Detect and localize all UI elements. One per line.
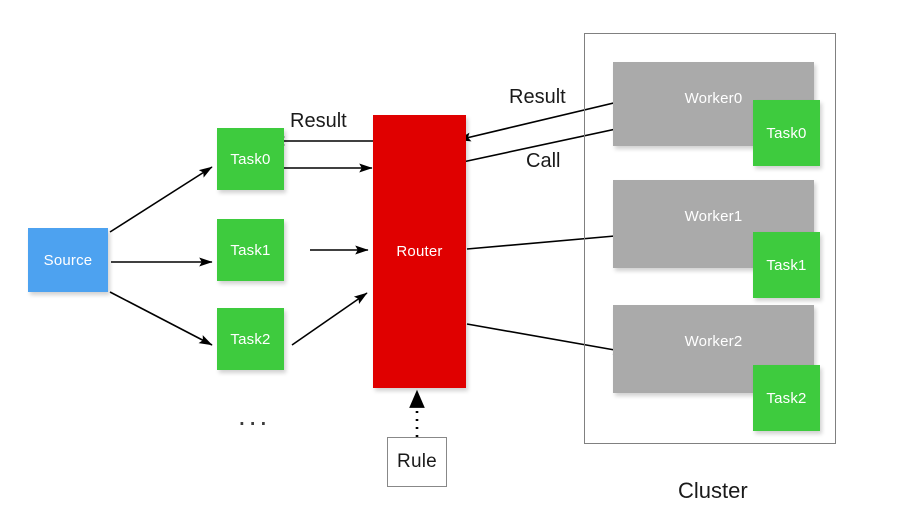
cluster-caption: Cluster [678,478,748,503]
more-tasks-ellipsis: ... [238,400,271,431]
node-source[interactable]: Source [28,228,108,292]
node-worker0-task[interactable]: Task0 [753,100,820,166]
edge-task2-to-router [291,292,368,346]
node-worker2-task[interactable]: Task2 [753,365,820,431]
node-task1-queue[interactable]: Task1 [217,219,284,281]
edge-label-result-left: Result [290,110,347,132]
node-router[interactable]: Router [373,115,466,388]
node-worker0-label: Worker0 [684,90,743,107]
node-task2-queue-label: Task2 [230,330,271,348]
node-worker2-label: Worker2 [684,333,743,350]
edge-label-call-right: Call [526,150,561,172]
node-task0-queue[interactable]: Task0 [217,128,284,190]
node-worker2-task-label: Task2 [766,389,807,407]
node-task0-queue-label: Task0 [230,150,271,168]
node-router-label: Router [396,243,443,260]
node-worker0-task-label: Task0 [766,124,807,142]
edge-label-result-right: Result [509,86,566,108]
node-rule[interactable]: Rule [387,437,447,487]
node-rule-label: Rule [397,451,437,472]
node-task1-queue-label: Task1 [230,241,271,259]
cluster-boundary [584,33,836,444]
edge-source-to-task2 [109,291,213,346]
edge-source-to-task0 [109,166,213,233]
node-worker1-label: Worker1 [684,208,743,225]
node-task2-queue[interactable]: Task2 [217,308,284,370]
node-worker1-task[interactable]: Task1 [753,232,820,298]
node-source-label: Source [43,251,93,269]
node-worker1-task-label: Task1 [766,256,807,274]
